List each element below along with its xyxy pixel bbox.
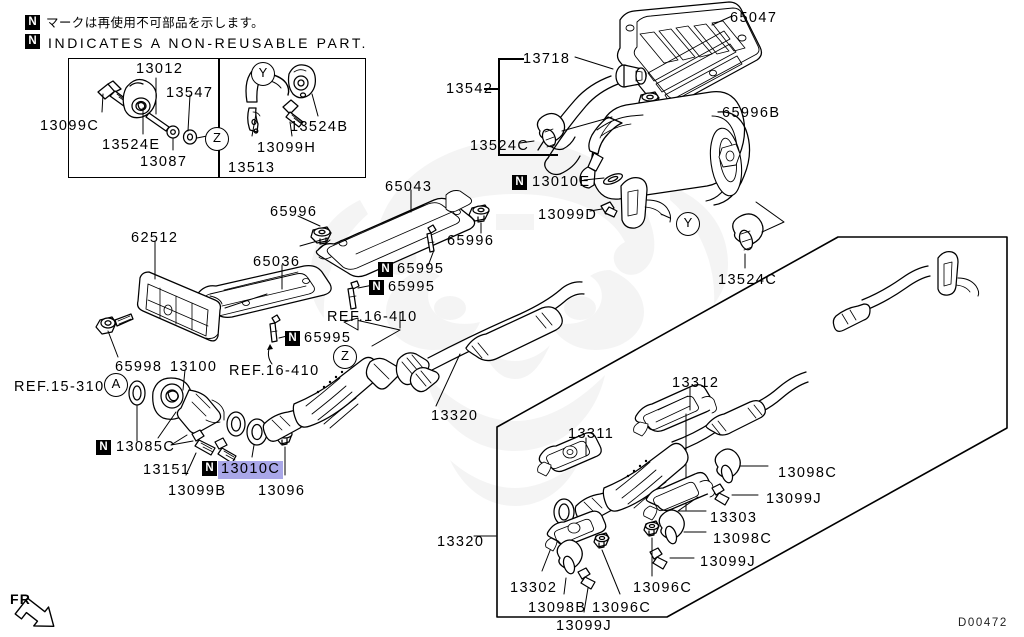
callout-13099J-upper: 13099J: [766, 491, 822, 507]
callout-65036: 65036: [253, 254, 301, 270]
callout-13010E: 13010E: [532, 174, 591, 190]
callout-13100: 13100: [170, 359, 218, 375]
callout-13099J-lower: 13099J: [700, 554, 756, 570]
callout-13099J-bottom: 13099J: [556, 618, 612, 634]
inset-box-left: [68, 58, 220, 178]
callout-13303: 13303: [710, 510, 758, 526]
callout-65995-a: 65995: [397, 261, 445, 277]
callout-13096C-a: 13096C: [592, 600, 652, 616]
inset-box-right: [218, 58, 366, 178]
ref-circle-a-front: A: [104, 373, 128, 397]
callout-13085C: 13085C: [116, 439, 176, 455]
callout-13098B: 13098B: [528, 600, 587, 616]
callout-65998: 65998: [115, 359, 163, 375]
callout-65996-right: 65996: [447, 233, 495, 249]
n-badge-65995-c: N: [285, 331, 300, 346]
callout-62512: 62512: [131, 230, 179, 246]
n-badge-13085C: N: [96, 440, 111, 455]
bracket-13542-top: [498, 58, 524, 60]
callout-13098C-lower: 13098C: [713, 531, 773, 547]
ref-circle-z-main: Z: [333, 345, 357, 369]
legend-japanese-note: マークは再使用不可部品を示します。: [46, 15, 265, 30]
callout-13012: 13012: [136, 61, 184, 77]
callout-ref-16-410-a: REF.16-410: [327, 309, 418, 325]
callout-13513: 13513: [228, 160, 276, 176]
callout-13542: 13542: [446, 81, 494, 97]
ref-circle-z-left-box: Z: [205, 127, 229, 151]
callout-65047: 65047: [730, 10, 778, 26]
callout-13096C-b: 13096C: [633, 580, 693, 596]
n-badge-13010E: N: [512, 175, 527, 190]
legend-n-badge-en: N: [25, 34, 40, 49]
callout-13099C: 13099C: [40, 118, 100, 134]
bracket-13542: [498, 58, 500, 156]
bracket-13542-stem: [484, 88, 500, 90]
drawing-code: D00472: [958, 617, 1008, 629]
callout-13096: 13096: [258, 483, 306, 499]
callout-13099D: 13099D: [538, 207, 598, 223]
callout-13098C-upper: 13098C: [778, 465, 838, 481]
n-badge-65995-a: N: [378, 262, 393, 277]
callout-13524B: 13524B: [290, 119, 349, 135]
callout-65996-left: 65996: [270, 204, 318, 220]
callout-ref-15-310: REF.15-310: [14, 379, 105, 395]
callout-13547: 13547: [166, 85, 214, 101]
callout-13524E: 13524E: [102, 137, 161, 153]
callout-13320-main: 13320: [431, 408, 479, 424]
ref-circle-y-right-box: Y: [251, 62, 275, 86]
legend-english-note: INDICATES A NON-REUSABLE PART.: [48, 35, 368, 51]
callout-13718: 13718: [523, 51, 571, 67]
orientation-marker-label: FR: [10, 591, 32, 607]
callout-ref-16-410-b: REF.16-410: [229, 363, 320, 379]
callout-13087: 13087: [140, 154, 188, 170]
callout-65995-b: 65995: [388, 279, 436, 295]
bracket-13542-bottom: [498, 154, 558, 156]
n-badge-13010C: N: [202, 461, 217, 476]
callout-13320-inset: 13320: [437, 534, 485, 550]
legend-n-badge-jp: N: [25, 15, 40, 30]
callout-13524C-lower: 13524C: [718, 272, 778, 288]
callout-13151: 13151: [143, 462, 191, 478]
ref-circle-y-muffler: Y: [676, 212, 700, 236]
callout-13302: 13302: [510, 580, 558, 596]
callout-13099B: 13099B: [168, 483, 227, 499]
callout-13010C-highlighted[interactable]: 13010C: [218, 461, 284, 479]
callout-65043: 65043: [385, 179, 433, 195]
callout-13311: 13311: [568, 426, 615, 442]
callout-13312: 13312: [672, 375, 720, 391]
callout-13099H: 13099H: [257, 140, 317, 156]
n-badge-65995-b: N: [369, 280, 384, 295]
callout-65996B: 65996B: [722, 105, 781, 121]
callout-65995-c: 65995: [304, 330, 352, 346]
